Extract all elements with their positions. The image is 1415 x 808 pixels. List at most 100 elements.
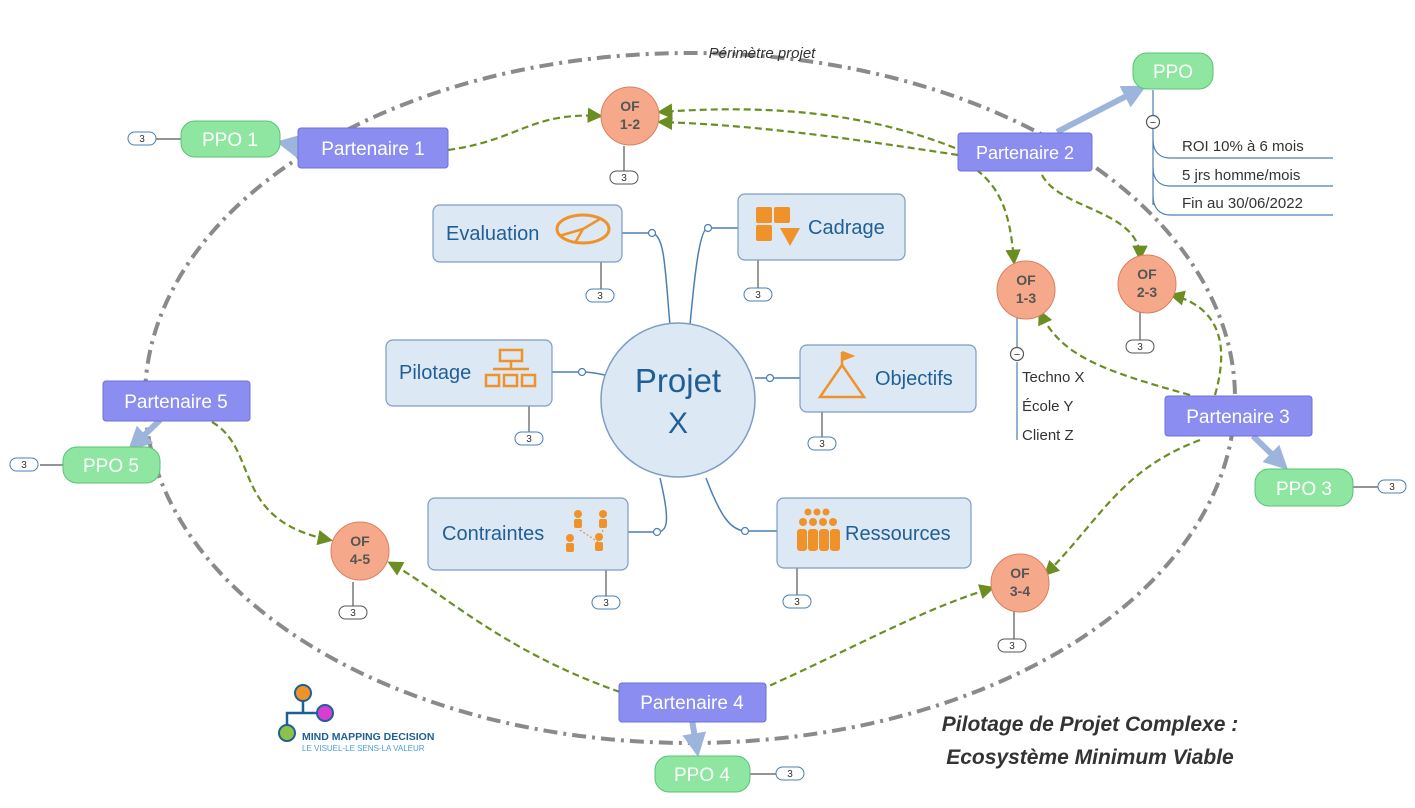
partner-3[interactable]: Partenaire 3 bbox=[1164, 395, 1313, 437]
topic-cadrage[interactable]: Cadrage bbox=[737, 193, 906, 261]
center-subtitle: X bbox=[668, 407, 688, 440]
partner-2[interactable]: Partenaire 2 bbox=[957, 132, 1093, 172]
org-chart-icon bbox=[484, 348, 537, 388]
detail-item: 5 jrs homme/mois bbox=[1182, 167, 1300, 184]
ppo-5[interactable]: PPO 5 bbox=[62, 446, 161, 484]
detail-item: Client Z bbox=[1022, 427, 1074, 444]
badge-count: 3 bbox=[603, 598, 609, 609]
badge-count: 3 bbox=[526, 434, 532, 445]
people-network-icon bbox=[566, 510, 607, 552]
topic-label: Ressources bbox=[845, 523, 951, 545]
detail-item: Fin au 30/06/2022 bbox=[1182, 195, 1303, 212]
topic-label: Objectifs bbox=[875, 368, 953, 390]
of-1-2[interactable]: OF 1-2 bbox=[600, 86, 660, 146]
collapse-icon: − bbox=[1150, 117, 1156, 129]
partner-1[interactable]: Partenaire 1 bbox=[297, 127, 449, 169]
badge-count: 3 bbox=[621, 173, 627, 184]
partner-label: Partenaire 2 bbox=[976, 143, 1074, 163]
badge[interactable]: 3 bbox=[997, 638, 1027, 653]
connector-dot bbox=[652, 527, 662, 537]
badge-count: 3 bbox=[1137, 342, 1143, 353]
ppo-1[interactable]: PPO 1 bbox=[180, 120, 281, 158]
ppo-details: ROI 10% à 6 mois 5 jrs homme/mois Fin au… bbox=[1182, 138, 1304, 212]
of-line1: OF bbox=[1016, 272, 1036, 288]
ppo-4[interactable]: PPO 4 bbox=[654, 755, 751, 793]
badge[interactable]: 3 bbox=[1377, 479, 1407, 494]
badge[interactable]: 3 bbox=[338, 605, 368, 620]
badge[interactable]: 3 bbox=[591, 595, 621, 610]
puzzle-icon bbox=[756, 207, 800, 246]
badge-count: 3 bbox=[794, 597, 800, 608]
of13-details: Techno X École Y Client Z bbox=[1022, 369, 1085, 444]
topic-label: Pilotage bbox=[399, 362, 471, 384]
caption-line-1: Pilotage de Projet Complexe : bbox=[942, 713, 1238, 736]
of-line1: OF bbox=[1010, 565, 1030, 581]
pie-chart-icon bbox=[555, 213, 611, 245]
connector-dot bbox=[647, 228, 657, 238]
of-line1: OF bbox=[620, 98, 640, 114]
of-line2: 1-3 bbox=[1016, 290, 1036, 306]
ppo-main[interactable]: PPO bbox=[1132, 52, 1214, 90]
of-4-5[interactable]: OF 4-5 bbox=[330, 521, 390, 581]
badge[interactable]: 3 bbox=[807, 436, 837, 451]
ppo-label: PPO 3 bbox=[1276, 479, 1332, 500]
ppo-label: PPO bbox=[1153, 62, 1193, 83]
topic-contraintes[interactable]: Contraintes bbox=[427, 497, 629, 571]
badge[interactable]: 3 bbox=[514, 431, 544, 446]
partner-5[interactable]: Partenaire 5 bbox=[102, 380, 251, 422]
badge[interactable]: 3 bbox=[585, 288, 615, 303]
topic-ressources[interactable]: Ressources bbox=[776, 497, 972, 569]
badges: 3 3 3 3 3 3 3 3 3 3 3 3 3 3 bbox=[9, 131, 1407, 781]
logo-tagline: LE VISUEL-LE SENS-LA VALEUR bbox=[302, 744, 425, 753]
ppo-label: PPO 5 bbox=[83, 456, 139, 477]
badge-count: 3 bbox=[755, 290, 761, 301]
branch-connectors bbox=[552, 227, 800, 533]
badge[interactable]: 3 bbox=[743, 287, 773, 302]
badge[interactable]: 3 bbox=[9, 457, 39, 472]
partner-label: Partenaire 4 bbox=[640, 693, 744, 714]
of-line2: 3-4 bbox=[1010, 583, 1030, 599]
mountain-flag-icon bbox=[817, 350, 867, 399]
badge[interactable]: 3 bbox=[127, 131, 157, 146]
badge-count: 3 bbox=[350, 608, 356, 619]
partner-4[interactable]: Partenaire 4 bbox=[618, 682, 767, 723]
of-line2: 1-2 bbox=[620, 116, 640, 132]
collapse-toggle-of13[interactable]: − bbox=[1009, 346, 1025, 362]
badge[interactable]: 3 bbox=[609, 170, 639, 185]
partner-label: Partenaire 3 bbox=[1186, 407, 1290, 428]
topic-label: Contraintes bbox=[442, 523, 544, 545]
perimeter-label: Périmètre projet bbox=[709, 45, 817, 62]
diagram-caption: Pilotage de Projet Complexe : Ecosystème… bbox=[942, 713, 1238, 769]
of-3-4[interactable]: OF 3-4 bbox=[990, 553, 1050, 613]
topic-objectifs[interactable]: Objectifs bbox=[799, 344, 977, 413]
of-2-3[interactable]: OF 2-3 bbox=[1117, 254, 1177, 314]
topic-pilotage[interactable]: Pilotage bbox=[385, 339, 553, 407]
badge[interactable]: 3 bbox=[775, 766, 805, 781]
ppo-arrows bbox=[127, 85, 1289, 758]
badge[interactable]: 3 bbox=[1125, 339, 1155, 354]
detail-item: École Y bbox=[1022, 398, 1073, 415]
badge-stems bbox=[40, 138, 1378, 775]
of-line2: 4-5 bbox=[350, 551, 370, 567]
topic-evaluation[interactable]: Evaluation bbox=[432, 204, 623, 263]
partner-label: Partenaire 5 bbox=[124, 392, 228, 413]
badge-count: 3 bbox=[787, 769, 793, 780]
badge[interactable]: 3 bbox=[782, 594, 812, 609]
detail-item: ROI 10% à 6 mois bbox=[1182, 138, 1304, 155]
badge-count: 3 bbox=[1389, 482, 1395, 493]
ppo-3[interactable]: PPO 3 bbox=[1254, 468, 1354, 507]
collapse-toggle-ppo[interactable]: − bbox=[1145, 114, 1161, 130]
badge-count: 3 bbox=[1009, 641, 1015, 652]
connector-dot bbox=[740, 526, 750, 536]
mind-mapping-decision-logo: MIND MAPPING DECISION LE VISUEL-LE SENS-… bbox=[278, 684, 434, 753]
topic-label: Cadrage bbox=[808, 217, 885, 239]
connector-dot bbox=[703, 223, 713, 233]
center-title: Projet bbox=[635, 362, 721, 399]
caption-line-2: Ecosystème Minimum Viable bbox=[946, 746, 1234, 769]
badge-count: 3 bbox=[597, 291, 603, 302]
ppo-detail-lines bbox=[1152, 90, 1333, 216]
collapse-icon: − bbox=[1014, 349, 1020, 361]
center-node[interactable]: Projet X bbox=[600, 322, 756, 478]
of-1-3[interactable]: OF 1-3 bbox=[996, 260, 1056, 320]
